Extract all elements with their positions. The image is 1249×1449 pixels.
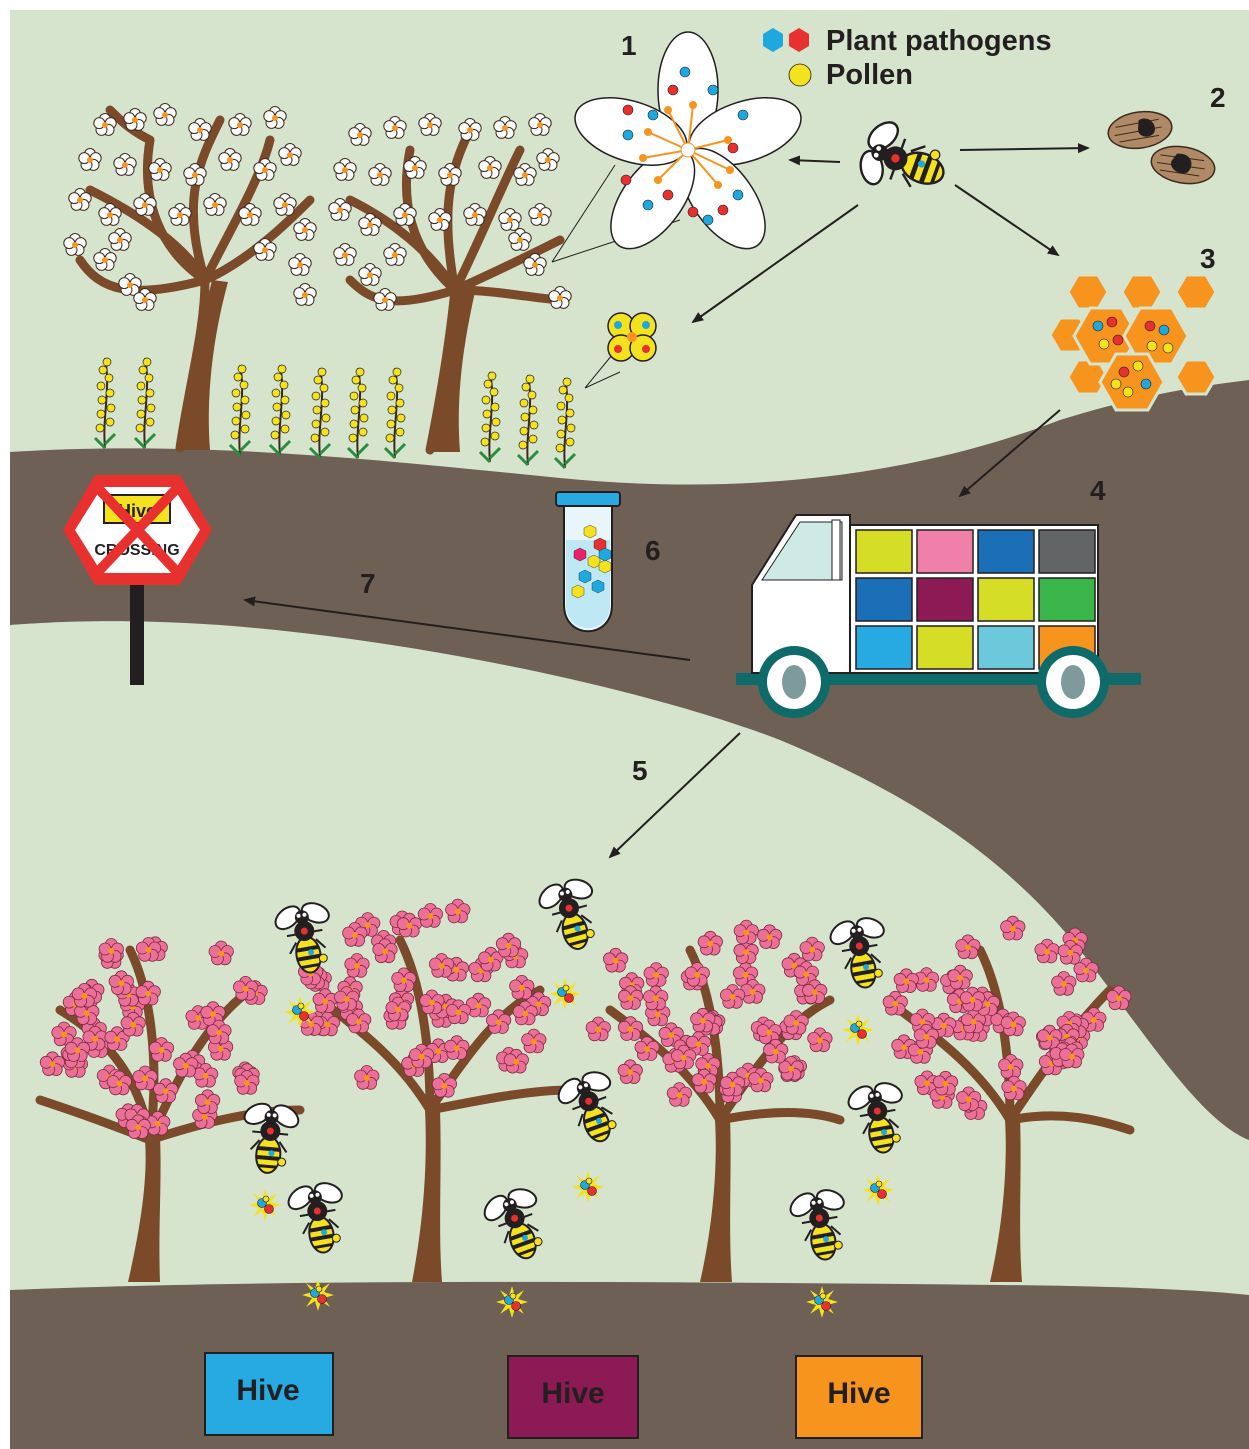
truck-hive-box	[856, 530, 912, 573]
step-6: 6	[645, 535, 661, 566]
truck-hive-box	[856, 626, 912, 669]
legend-pathogens-label: Plant pathogens	[826, 25, 1052, 57]
step-4: 4	[1090, 475, 1106, 506]
legend-pollen-label: Pollen	[826, 59, 913, 91]
truck-hive-box	[917, 626, 973, 669]
truck-hive-box	[978, 530, 1034, 573]
zoomed-canola-flower	[608, 313, 656, 361]
truck-hive-box	[917, 530, 973, 573]
hive-box-3: Hive	[796, 1356, 922, 1438]
step-2: 2	[1210, 82, 1226, 113]
step-5: 5	[632, 755, 648, 786]
truck-hive-box	[1039, 530, 1095, 573]
step-1: 1	[621, 30, 637, 61]
hive-label-3: Hive	[827, 1377, 890, 1410]
truck-hive-box	[978, 578, 1034, 621]
truck-hive-box	[1039, 578, 1095, 621]
hive-box-1: Hive	[205, 1353, 333, 1435]
pollen-icon	[789, 64, 811, 86]
hive-label-1: Hive	[236, 1374, 299, 1407]
truck-hive-box	[917, 578, 973, 621]
step-3: 3	[1200, 243, 1216, 274]
test-tube	[556, 492, 620, 631]
hive-label-2: Hive	[541, 1377, 604, 1410]
hive-box-2: Hive	[508, 1356, 638, 1438]
truck-hive-box	[978, 626, 1034, 669]
truck-hive-box	[856, 578, 912, 621]
step-7: 7	[360, 568, 376, 599]
